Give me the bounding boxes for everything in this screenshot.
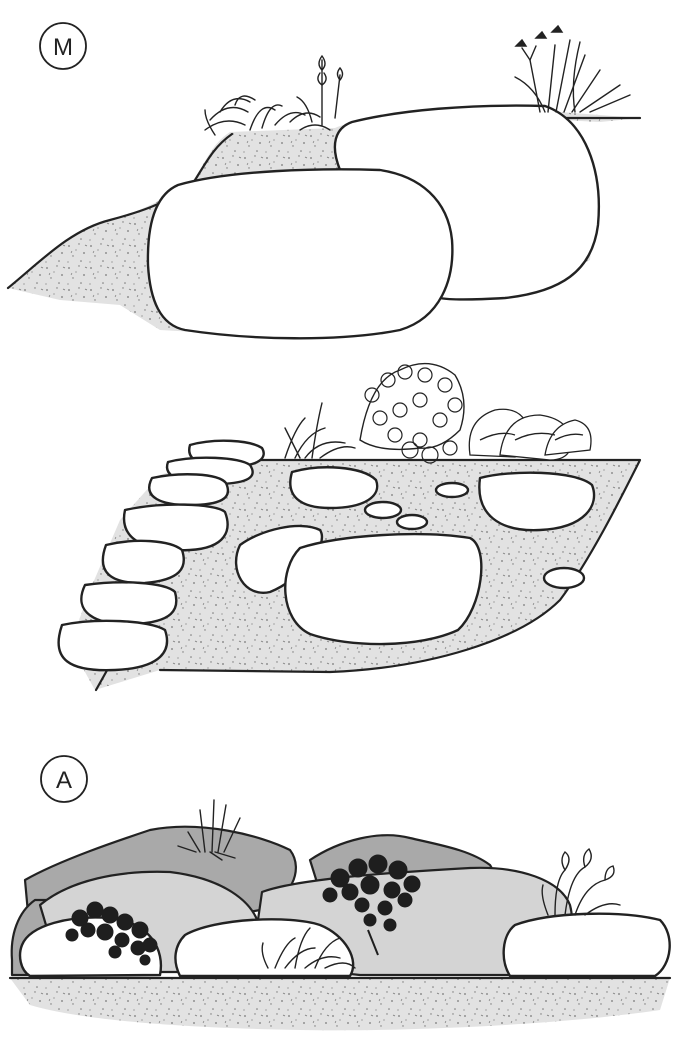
panel-top: M: [8, 23, 640, 338]
rock-light-right: [504, 914, 670, 976]
boulder-front-top: [148, 169, 452, 338]
leafy-plants-middle-right: [469, 409, 591, 460]
panel-middle: [59, 364, 640, 690]
panel-bottom: A: [10, 756, 670, 1030]
label-top: M: [53, 34, 73, 61]
label-badge-bottom: A: [41, 756, 87, 802]
soil-base-bottom: [10, 978, 670, 1030]
label-badge-top: M: [40, 23, 86, 69]
flowering-shrub-middle: [360, 364, 464, 463]
grass-tuft-middle: [285, 403, 355, 458]
tall-grass-top-right: [515, 26, 630, 112]
label-bottom: A: [56, 767, 72, 794]
